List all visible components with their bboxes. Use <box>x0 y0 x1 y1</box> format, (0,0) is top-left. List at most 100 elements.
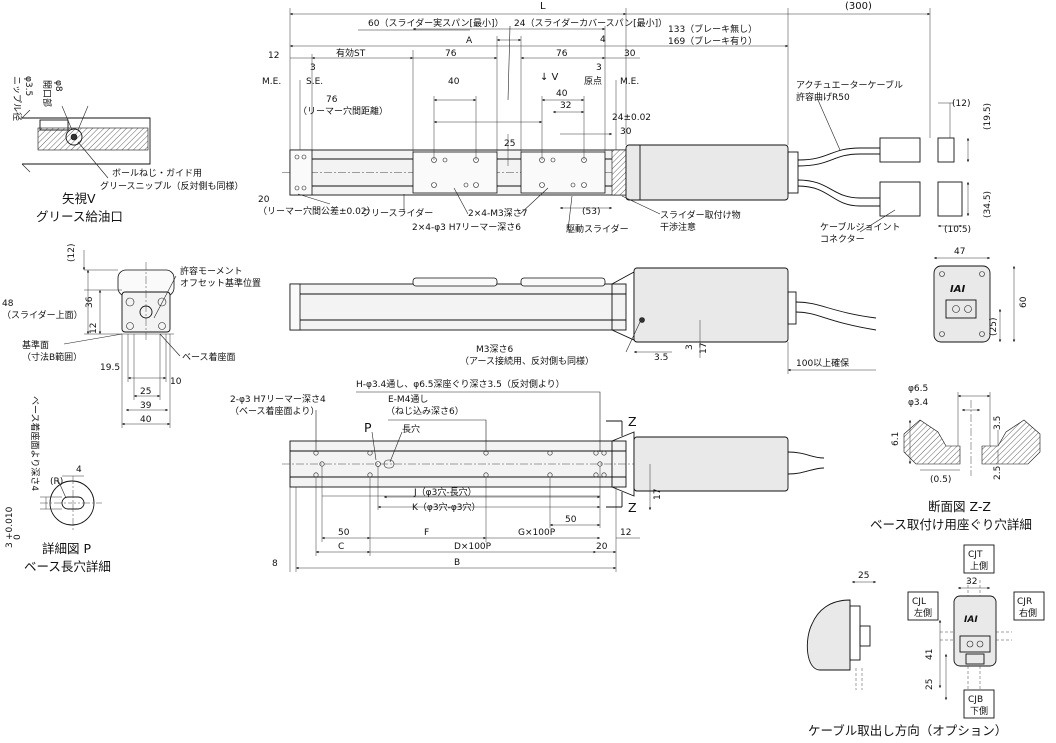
label-joint-2: コネクター <box>820 234 865 245</box>
label-bv-z-bottom: Z <box>628 500 637 515</box>
dim-L: L <box>540 1 546 12</box>
co-logo: IAI <box>964 615 978 625</box>
dim-reamer-pitch: 76 <box>326 95 338 105</box>
dim-conn-19-5: (19.5) <box>983 103 993 130</box>
label-ev-ref-note: （寸法B範囲） <box>22 351 82 363</box>
dim-cable-300: (300) <box>845 1 872 12</box>
label-bv-P: P <box>364 420 372 435</box>
zz-61: 6.1 <box>891 432 901 446</box>
end-view <box>63 250 181 428</box>
label-brake-with: 169（ブレーキ有り） <box>668 35 757 47</box>
dim-76-a: 76 <box>445 49 457 59</box>
co-cjt: CJT <box>968 550 983 560</box>
dp-tol-c: 0 <box>13 534 23 540</box>
co-41: 41 <box>925 649 935 660</box>
dim-ev-36: 36 <box>85 296 95 308</box>
label-reamer-tol-note: （リーマー穴間公差±0.02） <box>258 205 376 217</box>
zz-phi34: φ3.4 <box>908 398 929 408</box>
dim-ev-19-5: 19.5 <box>100 363 120 373</box>
label-effective-stroke: 有効ST <box>336 47 366 59</box>
zz-25: 2.5 <box>993 466 1003 480</box>
dp-R: (R) <box>50 477 63 487</box>
coupling-section <box>611 149 627 196</box>
dim-reamer-tol: 20 <box>258 195 270 205</box>
label-bv-e: E-M4通し <box>388 394 428 405</box>
dim-sv-3: 3 <box>685 344 695 350</box>
label-ev-moment-1: 許容モーメント <box>180 265 243 277</box>
label-bv-2phi3-note: （ベース着座面より） <box>230 405 319 417</box>
cable-joint-connector <box>879 181 921 217</box>
label-interference-2: 干渉注意 <box>660 221 696 233</box>
dim-24-tol: 24±0.02 <box>612 113 651 123</box>
zz-35: 3.5 <box>993 416 1003 430</box>
label-cable-bend-1: アクチュエーターケーブル <box>796 79 903 91</box>
subtitle-section-zz: ベース取付け用座ぐり穴詳細 <box>870 517 1032 532</box>
motor-logo: IAI <box>950 284 965 295</box>
dp-4: 4 <box>76 465 82 475</box>
title-section-zz: 断面図 Z-Z <box>928 499 991 514</box>
motor-body <box>625 144 789 201</box>
dim-53: (53) <box>582 207 600 217</box>
dim-bv-50-right: 50 <box>565 515 577 525</box>
dim-A: A <box>466 36 473 46</box>
dim-bv-G: G×100P <box>518 528 556 538</box>
dim-40-left: 40 <box>448 77 460 87</box>
co-25: 25 <box>858 571 869 581</box>
label-slider-span: 60（スライダー実スパン[最小]） <box>368 17 504 29</box>
dim-bv-B: B <box>454 558 460 568</box>
label-cover-span: 24（スライダーカバースパン[最小]） <box>514 17 667 29</box>
dim-12-top: 12 <box>268 51 279 61</box>
dim-motor-47: 47 <box>954 247 965 257</box>
co-cjt-side: 上側 <box>970 560 988 572</box>
dim-bv-50-left: 50 <box>338 528 350 538</box>
side-view <box>289 267 877 374</box>
label-ve-opening: 開口部 <box>41 80 53 107</box>
label-ve-ballscrew: ボールねじ・ガイド用 <box>112 168 202 179</box>
label-cable-bend-2: 許容曲げR50 <box>796 91 850 103</box>
dim-ev-12: (12) <box>67 244 77 262</box>
dim-30-right: 30 <box>624 49 636 59</box>
dim-3-right: 3 <box>596 63 602 73</box>
label-ev-moment-2: オフセット基準位置 <box>180 277 261 289</box>
label-bv-e-note: （ねじ込み深さ6） <box>386 406 464 417</box>
free-slider <box>412 151 498 194</box>
co-cjr: CJR <box>1017 597 1032 607</box>
label-interference-1: スライダー取付け物 <box>660 209 741 221</box>
motor-end-view <box>933 256 1016 343</box>
view-v-grease-port <box>21 105 151 179</box>
label-brake-none: 133（ブレーキ無し） <box>668 23 757 35</box>
cable-connector-upper <box>879 137 921 163</box>
label-bv-2phi3: 2-φ3 H7リーマー深さ4 <box>230 394 326 405</box>
label-sv-m3-note: （アース接続用、反対側も同様） <box>460 355 594 367</box>
co-32: 32 <box>966 577 977 587</box>
bottom-view <box>282 391 825 572</box>
title-view-v: 矢視V <box>62 191 96 206</box>
dim-ev-12b: 12 <box>89 323 99 334</box>
co-cjl: CJL <box>912 597 926 607</box>
title-detail-p: 詳細図 P <box>42 541 91 556</box>
dim-conn-34-5: (34.5) <box>983 191 993 218</box>
zz-05: (0.5) <box>930 475 951 485</box>
dp-tol-b: +0.010 <box>5 506 15 540</box>
dim-bv-F: F <box>424 528 429 538</box>
label-bv-z-top: Z <box>628 414 637 429</box>
dim-bv-K: K（φ3穴-φ3穴） <box>412 501 480 513</box>
dim-76-b: 76 <box>556 49 568 59</box>
dim-bv-D: D×100P <box>454 542 492 552</box>
box-cjl <box>907 591 939 621</box>
label-free-slider: フリースライダー <box>362 207 433 219</box>
end-cap-left <box>289 149 313 196</box>
label-drive-slider: 駆動スライダー <box>566 223 629 235</box>
cable-option <box>806 544 1045 719</box>
label-sv-100: 100以上確保 <box>796 357 849 369</box>
dim-bv-17: 17 <box>653 489 663 500</box>
label-bv-slot: 長穴 <box>402 423 420 435</box>
label-se: S.E. <box>306 77 323 87</box>
label-me-right: M.E. <box>620 77 639 87</box>
label-ve-nipple: ニップル径 <box>11 76 23 121</box>
dim-4-right: 4 <box>600 35 606 45</box>
dim-ev-48: 48 <box>2 299 14 309</box>
dim-bv-C: C <box>338 542 344 552</box>
detail-p <box>40 475 102 530</box>
